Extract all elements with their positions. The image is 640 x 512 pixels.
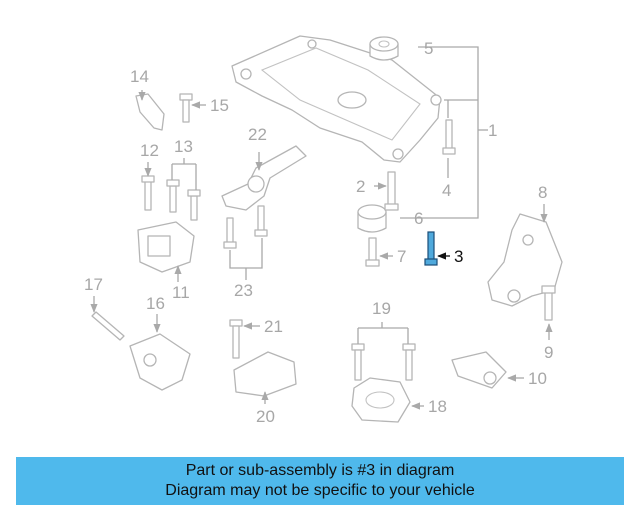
callout-22: 22 <box>248 125 267 144</box>
bolt-part-19b <box>402 343 416 381</box>
mount-part-18 <box>351 377 411 423</box>
bolt-part-13b <box>187 189 201 221</box>
bushing-part-5 <box>369 36 399 61</box>
bolt-part-23a <box>223 217 237 249</box>
mount-part-10 <box>451 351 507 389</box>
bolt-part-3-highlighted <box>424 231 438 266</box>
callout-2: 2 <box>356 177 365 196</box>
bolt-part-17 <box>91 311 125 341</box>
callout-12: 12 <box>140 141 159 160</box>
leader-lines <box>90 46 553 410</box>
bolt-part-7 <box>365 237 380 267</box>
callout-3: 3 <box>454 247 463 266</box>
callout-7: 7 <box>397 247 406 266</box>
callout-8: 8 <box>538 183 547 202</box>
torque-arm-part-22 <box>221 145 307 211</box>
info-banner: Part or sub-assembly is #3 in diagram Di… <box>16 457 624 505</box>
bolt-part-15 <box>179 93 193 123</box>
callout-labels: 1 2 3 4 5 6 7 8 9 10 11 12 13 14 15 16 1… <box>84 39 553 426</box>
bolt-part-13a <box>166 179 180 213</box>
callout-14: 14 <box>130 67 149 86</box>
callout-19: 19 <box>372 299 391 318</box>
callout-15: 15 <box>210 96 229 115</box>
bolt-part-21 <box>229 319 243 359</box>
callout-6: 6 <box>414 209 423 228</box>
callout-18: 18 <box>428 397 447 416</box>
callout-9: 9 <box>544 343 553 362</box>
parts-diagram: 1 2 3 4 5 6 7 8 9 10 11 12 13 14 15 16 1… <box>84 35 563 426</box>
banner-line-part-number: Part or sub-assembly is #3 in diagram <box>185 462 455 479</box>
callout-23: 23 <box>234 281 253 300</box>
callout-1: 1 <box>488 121 497 140</box>
bolt-part-2 <box>384 171 399 211</box>
callout-5: 5 <box>424 39 433 58</box>
callout-13: 13 <box>174 137 193 156</box>
bracket-part-8 <box>487 213 563 307</box>
callout-11: 11 <box>172 283 190 302</box>
bolt-part-23b <box>254 205 268 237</box>
bolt-part-4 <box>442 119 456 155</box>
bolt-part-12 <box>141 175 155 211</box>
bolt-part-19a <box>351 343 365 381</box>
banner-line-disclaimer: Diagram may not be specific to your vehi… <box>165 482 475 499</box>
bolt-part-9 <box>541 285 556 321</box>
mount-part-16 <box>129 333 191 391</box>
callout-10: 10 <box>528 369 547 388</box>
callout-4: 4 <box>442 181 451 200</box>
subframe-part <box>231 35 442 163</box>
callout-16: 16 <box>146 294 165 313</box>
callout-17: 17 <box>84 275 103 294</box>
mount-part-11 <box>137 221 195 273</box>
mount-part-20 <box>233 351 297 397</box>
callout-21: 21 <box>264 317 283 336</box>
callout-20: 20 <box>256 407 275 426</box>
bushing-part-6 <box>357 204 387 233</box>
bracket-part-14 <box>135 93 165 131</box>
